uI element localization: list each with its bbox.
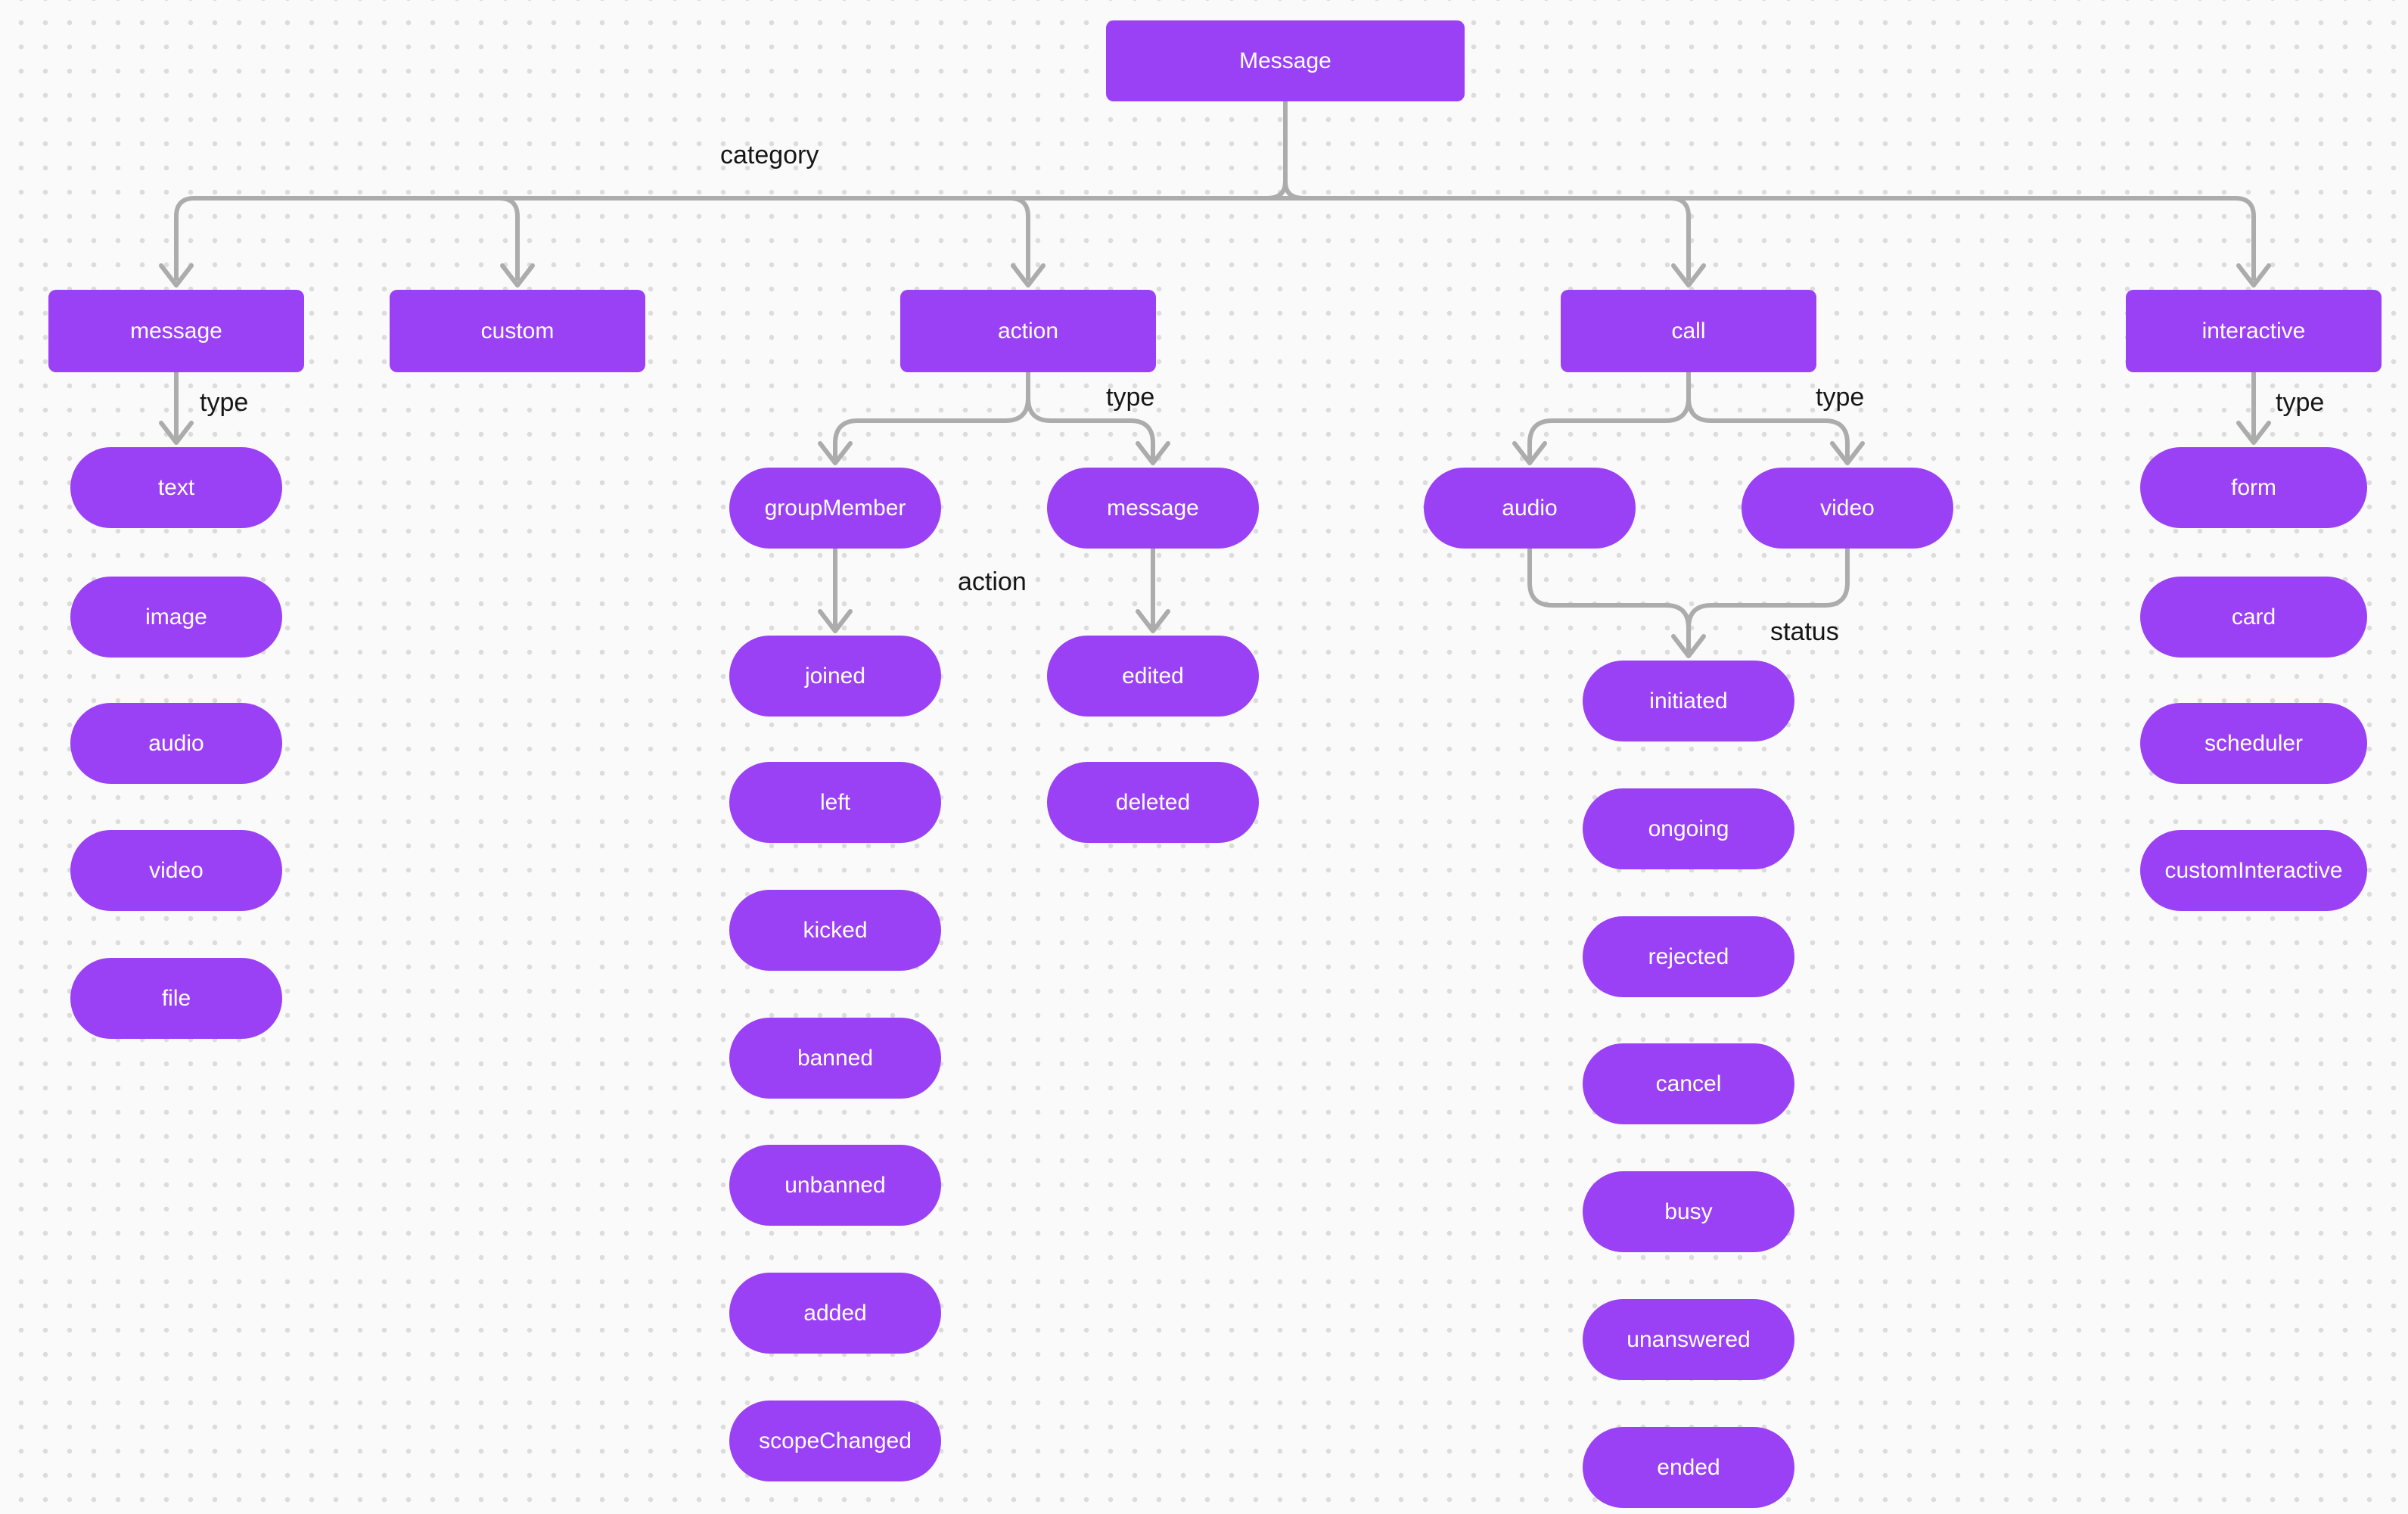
edge-label-category: category bbox=[720, 141, 819, 169]
edge-root-to-category-bus bbox=[192, 99, 2238, 201]
node-message-type-audio[interactable]: audio bbox=[70, 703, 282, 784]
node-interactive-type-card[interactable]: card bbox=[2140, 577, 2367, 658]
node-category-custom[interactable]: custom bbox=[390, 290, 645, 372]
node-message-type-image[interactable]: image bbox=[70, 577, 282, 658]
edge-group-member-action bbox=[818, 546, 1170, 633]
node-interactive-type-custom-interactive[interactable]: customInteractive bbox=[2140, 830, 2367, 911]
edge-action-split bbox=[818, 370, 1170, 465]
node-call-status-cancel[interactable]: cancel bbox=[1583, 1043, 1794, 1124]
edge-message-type bbox=[159, 370, 194, 445]
node-interactive-type-form[interactable]: form bbox=[2140, 447, 2367, 528]
node-group-action-kicked[interactable]: kicked bbox=[729, 890, 941, 971]
node-category-action[interactable]: action bbox=[900, 290, 1156, 372]
edge-interactive-type bbox=[2236, 370, 2271, 445]
node-call-status-ended[interactable]: ended bbox=[1583, 1427, 1794, 1508]
node-call-status-ongoing[interactable]: ongoing bbox=[1583, 788, 1794, 869]
edge-label-type-message: type bbox=[200, 388, 249, 417]
edge-label-type-interactive: type bbox=[2276, 388, 2325, 417]
node-group-action-added[interactable]: added bbox=[729, 1273, 941, 1354]
edge-label-action: action bbox=[958, 567, 1027, 596]
node-category-message[interactable]: message bbox=[48, 290, 304, 372]
node-message-action-deleted[interactable]: deleted bbox=[1047, 762, 1259, 843]
edge-label-status: status bbox=[1770, 617, 1839, 646]
node-message-action-edited[interactable]: edited bbox=[1047, 636, 1259, 717]
node-call-status-busy[interactable]: busy bbox=[1583, 1171, 1794, 1252]
node-group-action-joined[interactable]: joined bbox=[729, 636, 941, 717]
node-call-status-initiated[interactable]: initiated bbox=[1583, 661, 1794, 741]
node-group-action-unbanned[interactable]: unbanned bbox=[729, 1145, 941, 1226]
node-interactive-type-scheduler[interactable]: scheduler bbox=[2140, 703, 2367, 784]
node-call-status-rejected[interactable]: rejected bbox=[1583, 916, 1794, 997]
node-category-call[interactable]: call bbox=[1561, 290, 1816, 372]
edge-label-type-call: type bbox=[1816, 383, 1865, 412]
node-group-action-left[interactable]: left bbox=[729, 762, 941, 843]
node-message-type-file[interactable]: file bbox=[70, 958, 282, 1039]
node-call-status-unanswered[interactable]: unanswered bbox=[1583, 1299, 1794, 1380]
edge-call-status-merge bbox=[1527, 546, 1850, 658]
edge-category-drops bbox=[159, 196, 2271, 288]
edge-call-split bbox=[1512, 370, 1865, 465]
node-group-action-scope-changed[interactable]: scopeChanged bbox=[729, 1401, 941, 1481]
node-message-type-text[interactable]: text bbox=[70, 447, 282, 528]
node-action-type-group-member[interactable]: groupMember bbox=[729, 468, 941, 549]
edge-label-type-action: type bbox=[1106, 383, 1155, 412]
node-call-type-audio[interactable]: audio bbox=[1424, 468, 1636, 549]
node-call-type-video[interactable]: video bbox=[1742, 468, 1953, 549]
node-root-message[interactable]: Message bbox=[1106, 20, 1465, 101]
node-action-type-message[interactable]: message bbox=[1047, 468, 1259, 549]
node-message-type-video[interactable]: video bbox=[70, 830, 282, 911]
node-category-interactive[interactable]: interactive bbox=[2126, 290, 2382, 372]
node-group-action-banned[interactable]: banned bbox=[729, 1018, 941, 1099]
